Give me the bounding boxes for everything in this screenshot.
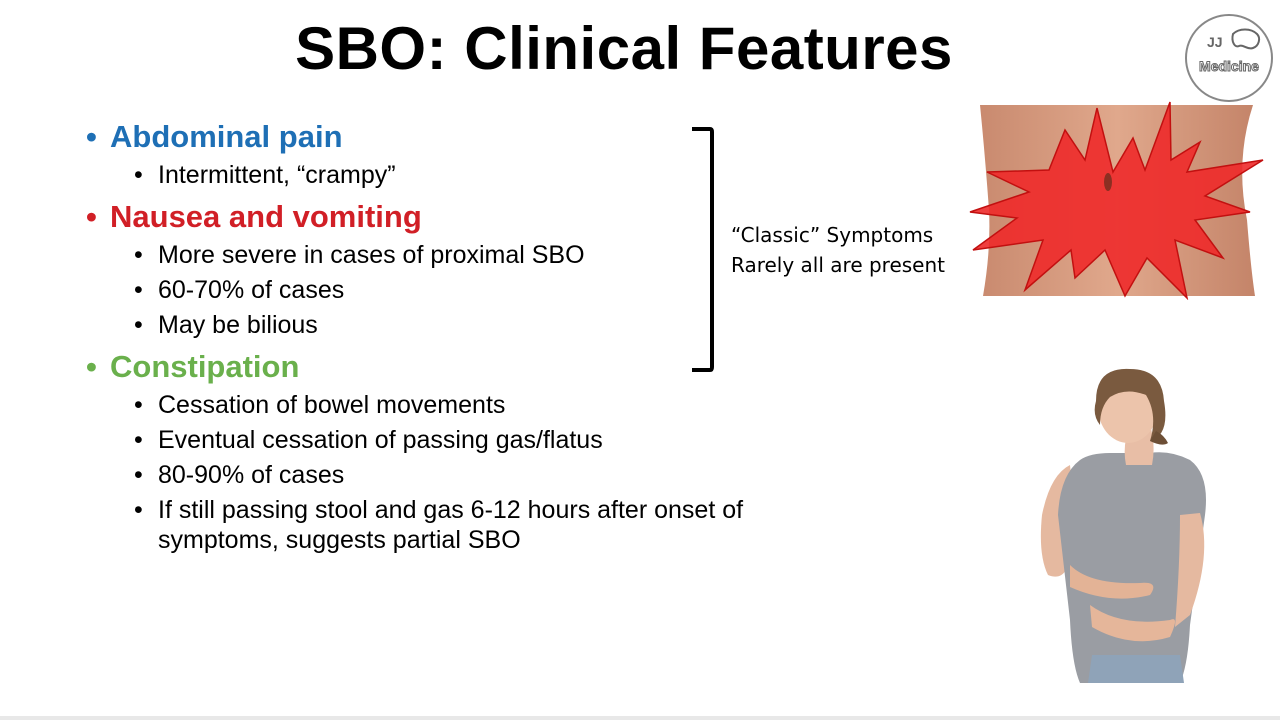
right-bracket [692, 127, 714, 372]
abdomen-pain-image [969, 101, 1264, 300]
note-line1: “Classic” Symptoms [731, 223, 934, 247]
list-item: 80-90% of cases [86, 460, 806, 490]
list-item: If still passing stool and gas 6-12 hour… [86, 495, 806, 555]
list-item: Cessation of bowel movements [86, 390, 806, 420]
list-item: Intermittent, “crampy” [86, 160, 806, 190]
list-item: May be bilious [86, 310, 806, 340]
logo-line1: JJ [1207, 34, 1223, 50]
section-abdominal-pain: Abdominal pain Intermittent, “crampy” [86, 119, 806, 190]
slide-title: SBO: Clinical Features [295, 15, 953, 82]
list-item: Eventual cessation of passing gas/flatus [86, 425, 806, 455]
bullet-list: Abdominal pain Intermittent, “crampy” Na… [86, 119, 806, 555]
list-item: More severe in cases of proximal SBO [86, 240, 806, 270]
section-constipation: Constipation Cessation of bowel movement… [86, 350, 806, 555]
classic-symptoms-note: “Classic” Symptoms Rarely all are presen… [731, 220, 945, 280]
slide-bottom-edge [0, 716, 1280, 720]
section-heading: Abdominal pain [86, 119, 806, 154]
logo-line2: Medicine [1199, 58, 1260, 75]
section-heading: Constipation [86, 350, 806, 385]
section-nausea-vomiting: Nausea and vomiting More severe in cases… [86, 199, 806, 340]
stomach-icon [1231, 28, 1261, 50]
note-line2: Rarely all are present [731, 253, 946, 277]
woman-with-stomach-pain-image [1040, 368, 1206, 683]
list-item: 60-70% of cases [86, 275, 806, 305]
section-heading: Nausea and vomiting [86, 199, 806, 234]
jj-medicine-logo: JJ Medicine [1185, 14, 1273, 102]
